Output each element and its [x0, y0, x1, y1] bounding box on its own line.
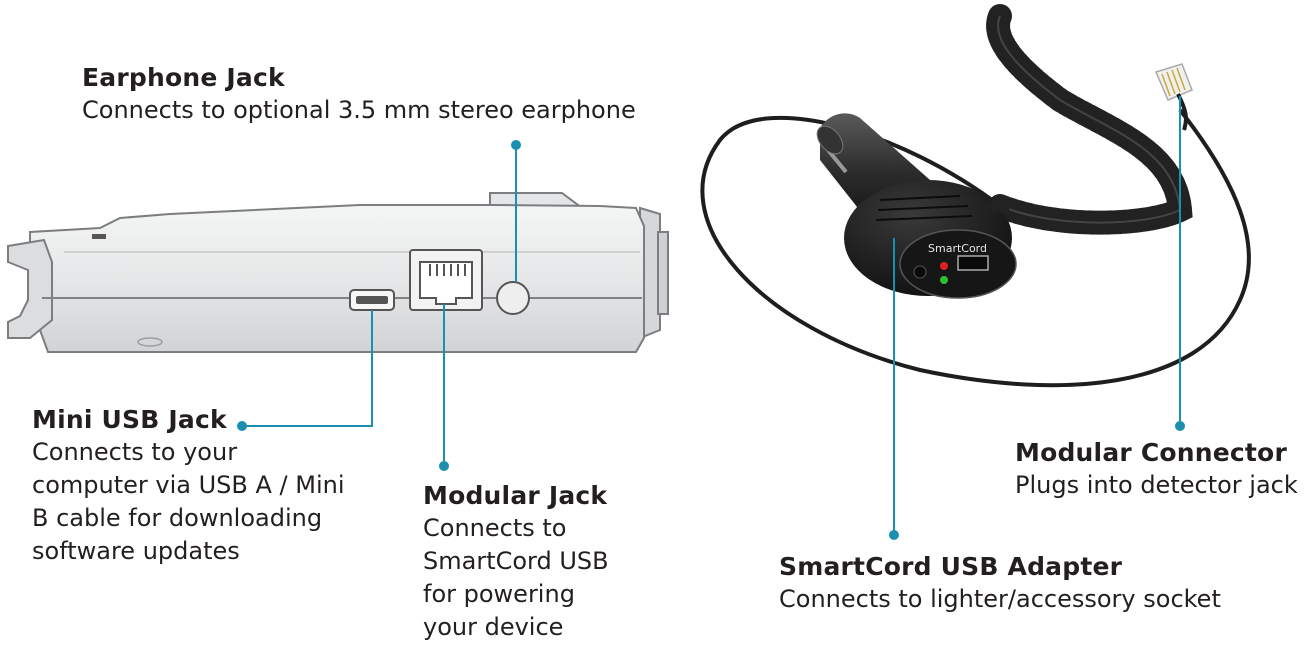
- callout-title: Modular Connector: [1015, 438, 1287, 467]
- mini-usb-port: [349, 289, 395, 311]
- callout-description: Plugs into detector jack: [1015, 471, 1298, 499]
- callout-description-line: your device: [423, 613, 564, 641]
- modular-port: [409, 249, 483, 311]
- callout-description-line: for powering: [423, 580, 575, 608]
- callout-description-line: Connects to: [423, 514, 567, 542]
- callout-description-line: Connects to your: [32, 438, 238, 466]
- smartcord-adapter-illustration: SmartCord: [700, 4, 1251, 388]
- callout-description: Connects to lighter/accessory socket: [779, 585, 1221, 613]
- cord-loop: [700, 108, 1251, 388]
- usb-a-port: [957, 255, 989, 271]
- leader-dots: [237, 140, 1185, 540]
- detector-body: [29, 204, 645, 353]
- leader-lines: [242, 96, 1181, 535]
- detector-side-view: [7, 192, 669, 353]
- callout-description-line: computer via USB A / Mini: [32, 471, 345, 499]
- callout-description-line: SmartCord USB: [423, 547, 609, 575]
- callout-description-line: software updates: [32, 537, 240, 565]
- callout-title: Earphone Jack: [82, 63, 285, 92]
- earphone-port: [496, 281, 530, 315]
- callout-title: SmartCord USB Adapter: [779, 552, 1123, 581]
- callout-title: Modular Jack: [423, 481, 608, 510]
- callout-smartcord-usb-adapter: SmartCord USB Adapter Connects to lighte…: [779, 551, 1221, 616]
- callout-description: Connects to optional 3.5 mm stereo earph…: [82, 96, 636, 124]
- mini-usb-leader: [242, 310, 373, 427]
- callout-earphone-jack: Earphone Jack Connects to optional 3.5 m…: [82, 62, 636, 127]
- callout-modular-jack: Modular Jack Connects to SmartCord USB f…: [423, 480, 609, 644]
- callout-title: Mini USB Jack: [32, 405, 227, 434]
- callout-mini-usb-jack: Mini USB Jack Connects to your computer …: [32, 404, 345, 568]
- modular-plug: [1154, 63, 1193, 131]
- coiled-cord: [986, 4, 1193, 235]
- callout-modular-connector: Modular Connector Plugs into detector ja…: [1015, 437, 1298, 502]
- adapter-brand-text: SmartCord: [928, 242, 987, 255]
- callout-description-line: B cable for downloading: [32, 504, 323, 532]
- mounting-bracket: [7, 238, 53, 339]
